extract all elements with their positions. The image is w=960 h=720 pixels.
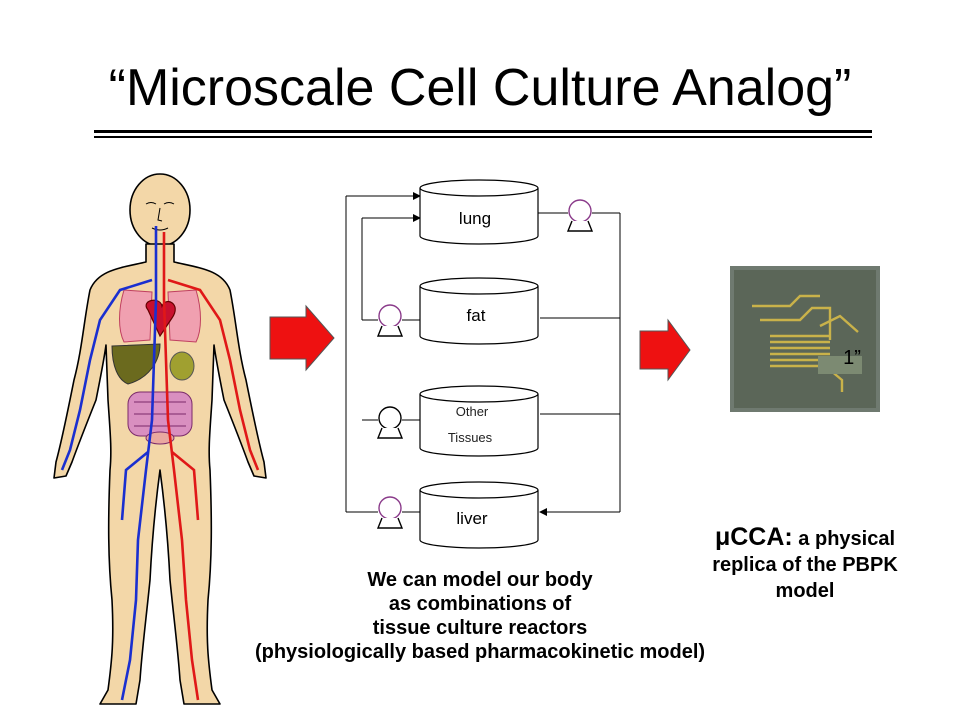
pump-icon [566,199,594,232]
ucca-line-1-rest: a physical [792,528,896,550]
lungs-organ [119,289,201,343]
pump-icon [376,496,404,529]
compartment-fat [419,277,539,345]
ucca-name: CCA: [730,523,793,551]
ucca-mu-symbol: μ [714,523,731,551]
ucca-line-2: replica of the PBPK [712,554,898,576]
compartment-liver [419,481,539,549]
caption-line-1: We can model our body [367,569,593,591]
compartment-lung [419,179,539,245]
intestines-organ [127,391,193,445]
stomach-organ [169,351,195,381]
face-features [145,202,175,231]
caption-line-3: tissue culture reactors [372,617,588,639]
right-arrow-1 [269,304,335,372]
arteries [162,232,260,701]
liver-organ [111,343,161,385]
pbpk-caption: We can model our body as combinations of… [200,568,760,664]
title-underline-thin [94,136,872,138]
pump-icon [376,406,404,439]
compartment-other-tissues [419,385,539,457]
heart-organ [145,299,176,338]
label-fat: fat [467,306,486,325]
caption-line-4: (physiologically based pharmacokinetic m… [254,641,706,663]
right-arrow-2 [639,318,691,382]
ucca-description: μCCA: a physical replica of the PBPK mod… [680,524,930,604]
ucca-line-3: model [775,580,835,602]
human-body-illustration [53,173,267,705]
label-tissues: Tissues [448,430,493,445]
label-liver: liver [456,509,488,528]
label-other: Other [456,404,489,419]
slide-title: “Microscale Cell Culture Analog” [108,59,852,117]
veins [60,226,158,701]
cca-chip-photo [730,266,880,412]
pbpk-circuit [345,192,621,516]
pump-icon [376,304,404,337]
ucca-line-1: μCCA: a physical [680,524,930,552]
label-lung: lung [459,209,491,228]
chip-scale-label: 1” [843,347,861,369]
caption-line-2: as combinations of [388,593,572,615]
title-underline-thick [94,130,872,133]
